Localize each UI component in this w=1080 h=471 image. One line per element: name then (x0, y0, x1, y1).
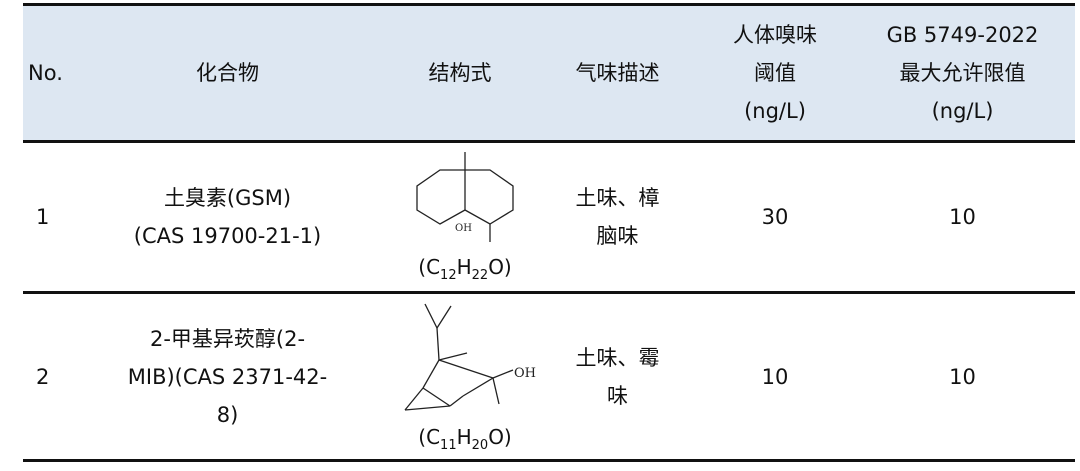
row1-threshold-text: 30 (761, 205, 789, 229)
row1-formula: (C12H22O) (390, 255, 540, 283)
header-limit-line1: GB 5749-2022 (886, 23, 1039, 47)
row1-name: 土臭素(GSM) (CAS 19700-21-1) (95, 143, 360, 291)
header-no: No. (28, 6, 88, 140)
row2-threshold-text: 10 (761, 364, 789, 389)
header-threshold-line3: (ng/L) (744, 99, 806, 123)
row1-no: 1 (36, 143, 76, 291)
header-compound-text: 化合物 (196, 61, 259, 85)
header-odor: 气味描述 (550, 6, 685, 140)
row1-limit-text: 10 (949, 205, 976, 229)
header-bottom-rule (23, 140, 1075, 143)
header-threshold-line1: 人体嗅味 (733, 23, 817, 47)
row2-name: 2-甲基异莰醇(2- MIB)(CAS 2371-42- 8) (95, 294, 360, 459)
row2-formula-c: 11 (440, 438, 457, 453)
row1-name-line2: (CAS 19700-21-1) (133, 224, 322, 248)
mib-structure-icon: OH (404, 303, 536, 411)
table-header (23, 6, 1075, 140)
row2-odor-line1: 土味、霉 (575, 345, 660, 370)
header-limit-line2: 最大允许限值 (899, 61, 1026, 85)
row1-odor-line2: 脑味 (596, 224, 639, 248)
row1-formula-h: 22 (471, 268, 489, 283)
row1-odor-line1: 土味、樟 (575, 186, 660, 210)
row2-formula: (C11H20O) (390, 425, 540, 453)
row-divider (23, 291, 1075, 294)
header-odor-text: 气味描述 (575, 61, 660, 85)
row2-limit: 10 (860, 294, 1065, 459)
row2-name-line1: 2-甲基异莰醇(2- (149, 326, 306, 351)
row2-formula-mid: H (456, 425, 472, 449)
row2-odor: 土味、霉 味 (550, 294, 685, 459)
row2-name-line3: 8) (216, 402, 239, 427)
row1-oh-label: OH (455, 223, 472, 234)
header-structure-text: 结构式 (428, 61, 492, 85)
table-top-rule (23, 3, 1075, 6)
header-threshold-line2: 阈值 (754, 61, 796, 85)
row1-threshold: 30 (700, 143, 850, 291)
row2-no: 2 (36, 294, 76, 459)
row1-formula-c: 12 (440, 268, 457, 283)
header-threshold: 人体嗅味 阈值 (ng/L) (700, 6, 850, 140)
row2-threshold: 10 (700, 294, 850, 459)
header-structure: 结构式 (385, 6, 535, 140)
header-limit: GB 5749-2022 最大允许限值 (ng/L) (860, 6, 1065, 140)
row1-formula-mid: H (456, 255, 472, 279)
row2-formula-suffix: O) (488, 425, 512, 449)
header-no-text: No. (28, 61, 63, 85)
header-limit-line3: (ng/L) (931, 99, 994, 123)
row2-odor-line2: 味 (607, 383, 628, 408)
row1-formula-suffix: O) (488, 255, 512, 279)
row1-formula-prefix: (C (418, 255, 441, 279)
row2-limit-text: 10 (949, 364, 976, 389)
row1-name-line1: 土臭素(GSM) (163, 186, 292, 210)
row1-odor: 土味、樟 脑味 (550, 143, 685, 291)
table-bottom-rule (23, 459, 1075, 462)
header-compound: 化合物 (95, 6, 360, 140)
row2-name-line2: MIB)(CAS 2371-42- (127, 364, 328, 389)
row2-formula-h: 20 (471, 438, 489, 453)
row2-formula-prefix: (C (418, 425, 441, 449)
row1-limit: 10 (860, 143, 1065, 291)
geosmin-structure-icon: OH (416, 152, 514, 242)
row2-no-text: 2 (36, 364, 50, 389)
row2-oh-label: OH (514, 366, 536, 381)
row1-no-text: 1 (36, 205, 50, 229)
